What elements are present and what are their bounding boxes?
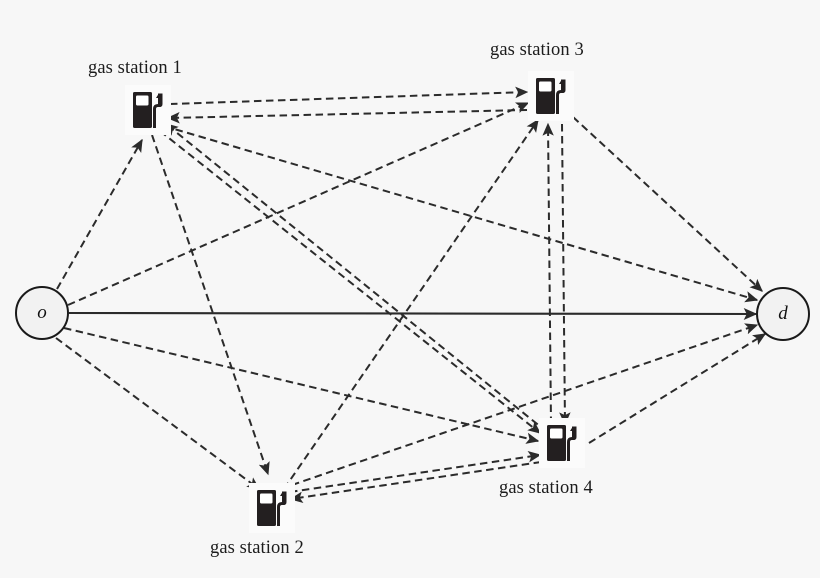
edge-gas-station-3-to-d (572, 116, 763, 292)
origin-node-label: o (37, 302, 47, 323)
destination-node[interactable]: d (756, 287, 810, 341)
edge-gas-station-4-to-gas-station-1 (164, 123, 548, 433)
edge-gas-station-1-to-d (163, 125, 759, 303)
edge-gas-station-1-to-gas-station-3 (169, 86, 529, 105)
gas-station-2-label: gas station 2 (210, 538, 304, 558)
gas-pump-icon (249, 483, 295, 533)
edge-gas-station-4-to-gas-station-3 (542, 122, 554, 425)
edge-gas-station-3-to-gas-station-1 (166, 109, 528, 124)
edge-gas-station-1-to-gas-station-4 (159, 130, 542, 434)
gas-pump-icon (528, 71, 574, 121)
edge-gas-station-2-to-gas-station-3 (283, 118, 539, 490)
gas-pump-icon (539, 418, 585, 468)
edge-gas-station-4-to-d (588, 333, 767, 444)
edge-o-to-d (68, 307, 758, 320)
edge-gas-station-4-to-gas-station-2 (289, 461, 542, 503)
edge-o-to-gas-station-1 (56, 138, 143, 290)
edge-o-to-gas-station-2 (55, 337, 261, 490)
edge-gas-station-1-to-gas-station-2 (151, 134, 270, 476)
edge-gas-station-2-to-d (291, 323, 759, 486)
origin-node[interactable]: o (15, 286, 69, 340)
gas-station-4-label: gas station 4 (499, 478, 593, 498)
edge-o-to-gas-station-4 (63, 327, 540, 444)
destination-node-label: d (778, 303, 788, 324)
gas-station-1-label: gas station 1 (88, 58, 182, 78)
edge-gas-station-3-to-gas-station-4 (559, 123, 571, 426)
edge-gas-station-2-to-gas-station-4 (289, 451, 542, 493)
gas-station-3-label: gas station 3 (490, 40, 584, 60)
gas-pump-icon (125, 85, 171, 135)
